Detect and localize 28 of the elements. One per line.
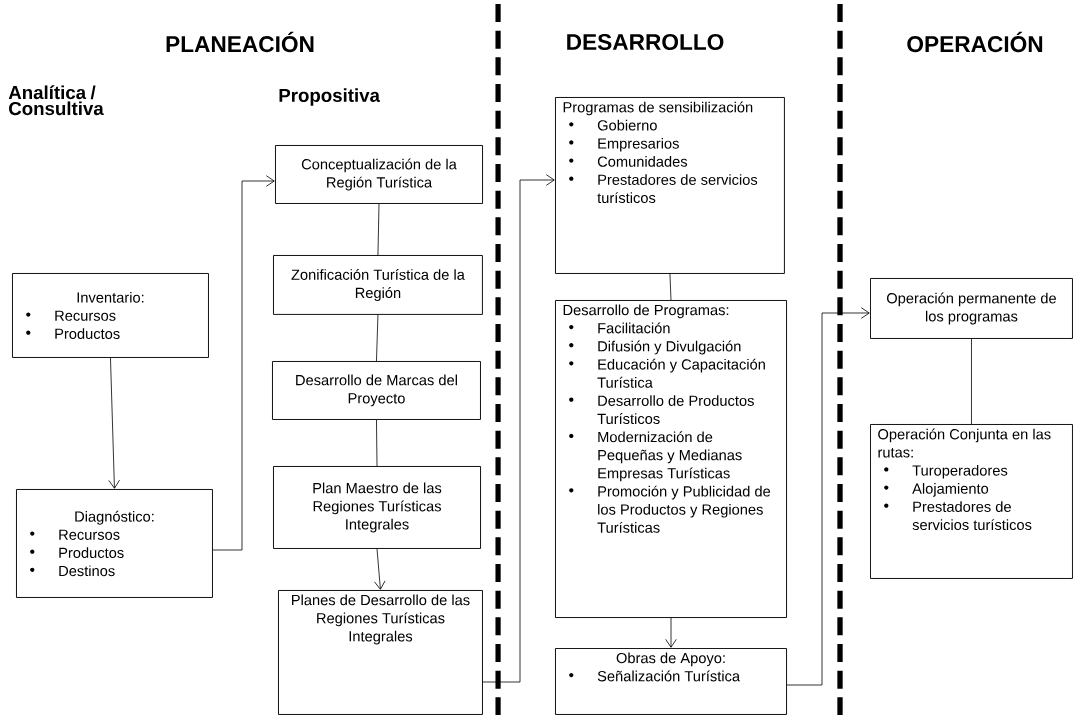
arrow	[482, 174, 555, 683]
heading: OPERACIÓN	[907, 31, 1043, 53]
connector-line	[376, 419, 378, 467]
process-box: Planes de Desarrollo de las Regiones Turísticas Integrales	[278, 590, 483, 715]
process-box: Diagnóstico: Recursos Productos Destinos	[16, 489, 213, 598]
connector-line	[377, 203, 380, 256]
process-box: Inventario: Recursos Productos	[12, 273, 209, 358]
process-box: Operación Conjunta en las rutas: Turoperadores Alojamiento Prestadores de servicios turísticos	[870, 424, 1073, 579]
connector-line	[669, 273, 672, 301]
arrow	[786, 307, 870, 686]
process-box: Programas de sensibilización Gobierno Empresarios Comunidades Prestadores de servicios turísticos	[555, 97, 785, 274]
process-box: Plan Maestro de las Regiones Turísticas Integrales	[273, 466, 481, 549]
process-box: Conceptualización de la Región Turística	[275, 145, 483, 204]
arrow	[665, 617, 677, 648]
connector-line	[376, 314, 379, 362]
process-box: Desarrollo de Programas: Facilitación Difusión y Divulgación Educación y Capacitación Turística Desarrollo de Productos Turísticos Modernización de Pequeñas y Medianas Empresas Turísticas Promoción y Publicidad de los Productos y Regiones Turísticas	[555, 300, 787, 618]
process-box: Desarrollo de Marcas del Proyecto	[272, 361, 481, 420]
process-box: Operación permanente de los programas	[870, 278, 1073, 339]
process-box: Obras de Apoyo: Señalización Turística	[555, 648, 787, 715]
arrow	[212, 175, 275, 551]
process-box: Zonificación Turística de la Región	[273, 255, 483, 315]
heading: PLANEACIÓN	[166, 31, 314, 53]
connector-line	[971, 338, 972, 425]
heading: Analítica / Consultiva	[8, 85, 104, 116]
heading: Propositiva	[279, 88, 381, 106]
arrow	[108, 357, 120, 489]
arrow	[374, 548, 386, 590]
heading: DESARROLLO	[567, 34, 724, 51]
